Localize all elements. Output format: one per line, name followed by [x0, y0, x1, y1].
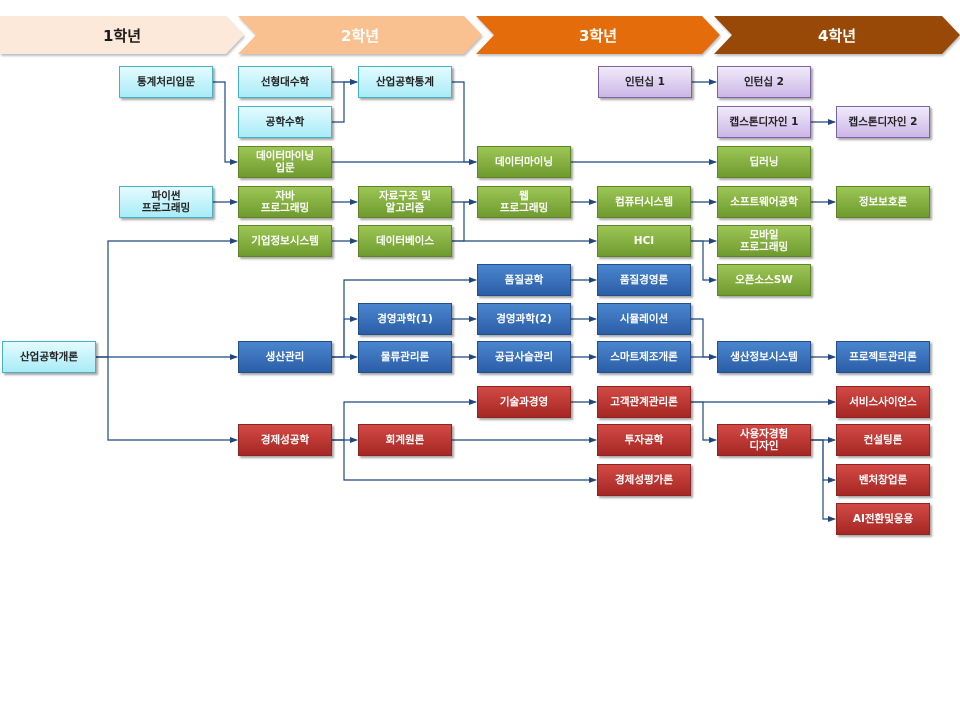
- year-4-label: 4학년: [817, 26, 857, 45]
- course-tech-mgmt[interactable]: 기술과경영: [477, 386, 571, 418]
- course-venture[interactable]: 벤처창업론: [836, 464, 930, 496]
- connector-eng-math-to-ie-stats: [332, 79, 358, 123]
- course-simulation[interactable]: 시뮬레이션: [597, 303, 691, 335]
- year-3-label: 3학년: [578, 26, 618, 45]
- course-ai-transform[interactable]: AI전환및응용: [836, 503, 930, 535]
- year-4-header: 4학년: [714, 16, 960, 54]
- course-econ-eval[interactable]: 경제성평가론: [597, 464, 691, 496]
- course-smart-mfg[interactable]: 스마트제조개론: [597, 341, 691, 373]
- course-web[interactable]: 웹 프로그래밍: [477, 186, 571, 218]
- course-consulting[interactable]: 컨설팅론: [836, 424, 930, 456]
- year-1-label: 1학년: [102, 26, 142, 45]
- year-3-chevron: [476, 16, 720, 54]
- course-data-mining[interactable]: 데이터마이닝: [477, 146, 571, 178]
- course-stats-intro[interactable]: 통계처리입문: [119, 66, 213, 98]
- connector-prod-mgmt-to-mgmt-sci1: [332, 316, 358, 358]
- course-security[interactable]: 정보보호론: [836, 186, 930, 218]
- course-intern1[interactable]: 인턴십 1: [598, 66, 692, 98]
- course-ds-algo[interactable]: 자료구조 및 알고리즘: [358, 186, 452, 218]
- year-3-header: 3학년: [476, 16, 720, 54]
- course-intern2[interactable]: 인턴십 2: [717, 66, 811, 98]
- course-ux[interactable]: 사용자경험 디자인: [717, 424, 811, 456]
- connector-ie-stats-to-data-mining: [452, 81, 477, 165]
- course-mgmt-sci1[interactable]: 경영과학(1): [358, 303, 452, 335]
- connector-ux-to-ai-transform: [811, 439, 836, 522]
- year-1-header: 1학년: [0, 16, 244, 54]
- course-service-sci[interactable]: 서비스사이언스: [836, 386, 930, 418]
- course-mgmt-sci2[interactable]: 경영과학(2): [477, 303, 571, 335]
- course-eng-math[interactable]: 공학수학: [238, 106, 332, 138]
- connector-intro-ie-to-erp: [96, 238, 238, 358]
- course-quality-eng[interactable]: 품질공학: [477, 264, 571, 296]
- course-logistics[interactable]: 물류관리론: [358, 341, 452, 373]
- course-capstone1[interactable]: 캡스톤디자인 1: [717, 106, 811, 138]
- course-prod-info[interactable]: 생산정보시스템: [717, 341, 811, 373]
- connector-stats-intro-to-dm-intro: [213, 81, 238, 165]
- course-capstone2[interactable]: 캡스톤디자인 2: [836, 106, 930, 138]
- course-eng-econ[interactable]: 경제성공학: [238, 424, 332, 456]
- connector-intro-ie-to-eng-econ: [96, 356, 238, 443]
- course-database[interactable]: 데이터베이스: [358, 225, 452, 257]
- course-oss[interactable]: 오픈소스SW: [717, 264, 811, 296]
- course-python[interactable]: 파이썬 프로그래밍: [119, 186, 213, 218]
- course-crm[interactable]: 고객관계관리론: [597, 386, 691, 418]
- course-mobile[interactable]: 모바일 프로그래밍: [717, 225, 811, 257]
- connector-database-to-web: [452, 199, 477, 242]
- year-2-label: 2학년: [340, 26, 380, 45]
- connector-crm-to-ux: [691, 401, 717, 443]
- course-accounting[interactable]: 회계원론: [358, 424, 452, 456]
- course-erp[interactable]: 기업정보시스템: [238, 225, 332, 257]
- course-quality-mgmt[interactable]: 품질경영론: [597, 264, 691, 296]
- year-2-chevron: [238, 16, 482, 54]
- course-scm[interactable]: 공급사슬관리: [477, 341, 571, 373]
- course-dm-intro[interactable]: 데이터마이닝 입문: [238, 146, 332, 178]
- course-java[interactable]: 자바 프로그래밍: [238, 186, 332, 218]
- course-deep-learning[interactable]: 딥러닝: [717, 146, 811, 178]
- course-sw-eng[interactable]: 소프트웨어공학: [717, 186, 811, 218]
- course-linear-algebra[interactable]: 선형대수학: [238, 66, 332, 98]
- year-2-header: 2학년: [238, 16, 482, 54]
- connector-simulation-to-prod-info: [691, 318, 717, 360]
- connector-hci-to-oss: [691, 240, 717, 283]
- course-computer-sys[interactable]: 컴퓨터시스템: [597, 186, 691, 218]
- course-hci[interactable]: HCI: [597, 225, 691, 257]
- course-ie-stats[interactable]: 산업공학통계: [358, 66, 452, 98]
- year-1-chevron: [0, 16, 244, 54]
- course-intro-ie[interactable]: 산업공학개론: [2, 341, 96, 373]
- year-4-chevron: [714, 16, 960, 54]
- connector-ux-to-venture: [811, 439, 836, 483]
- course-invest-eng[interactable]: 투자공학: [597, 424, 691, 456]
- course-prod-mgmt[interactable]: 생산관리: [238, 341, 332, 373]
- course-project-mgmt[interactable]: 프로젝트관리론: [836, 341, 930, 373]
